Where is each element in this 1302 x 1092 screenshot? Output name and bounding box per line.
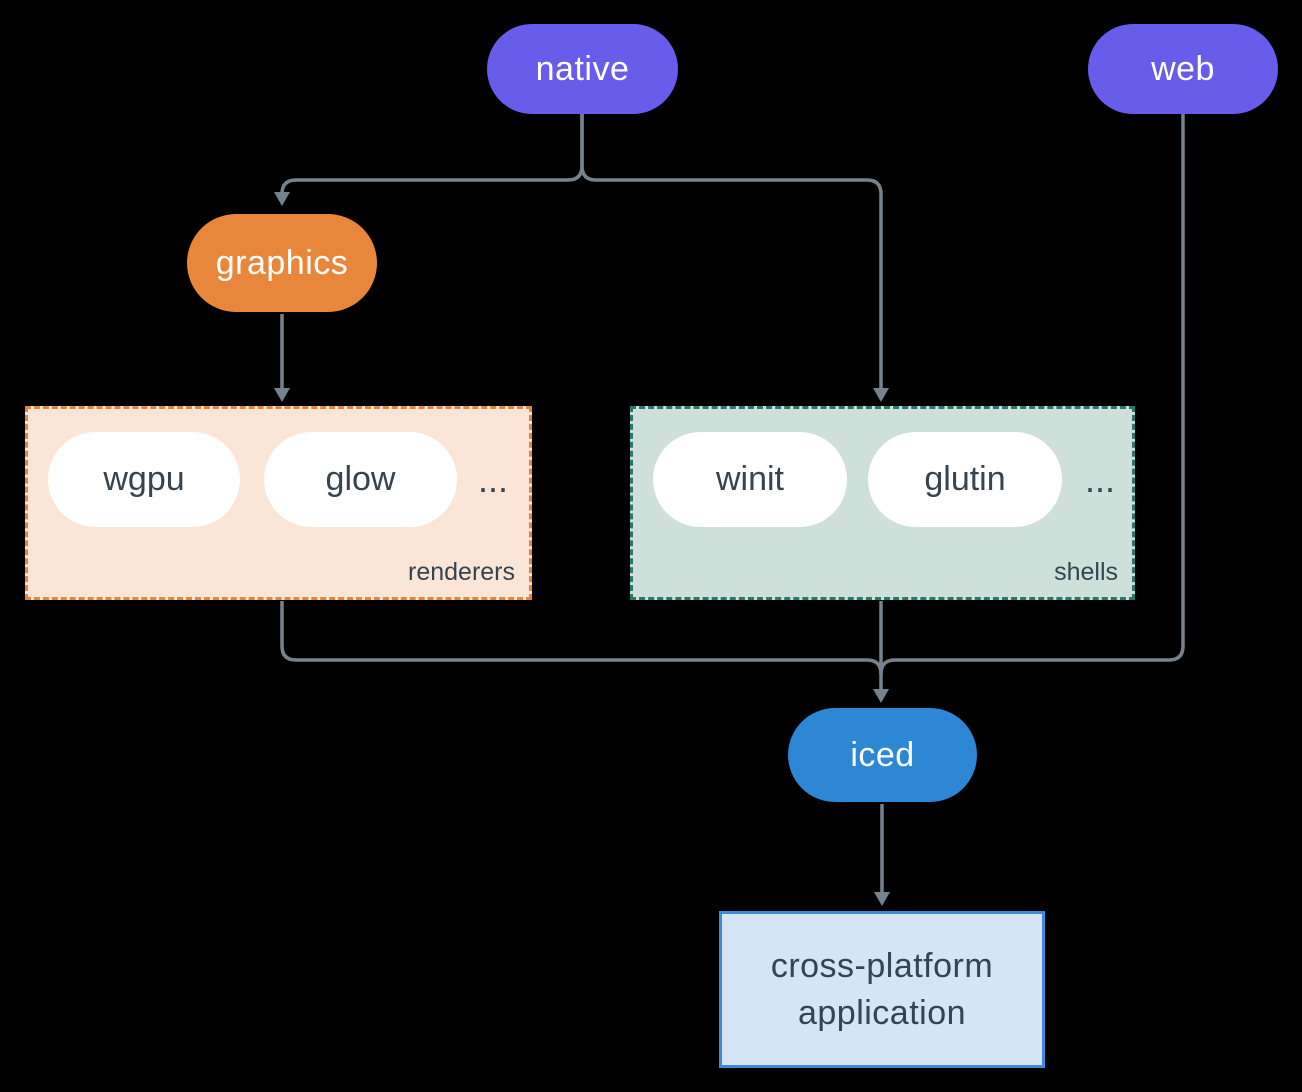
app-label-line2: application [797,993,967,1032]
node-graphics: graphics [187,214,377,312]
renderers-ellipsis: ... [477,458,508,500]
node-winit: winit [653,432,847,527]
node-glow-label: glow [325,460,396,498]
edge-renderers-to-iced [280,601,883,675]
arrowhead-app [874,892,890,906]
node-native: native [487,24,678,114]
edge-native-to-graphics [280,114,584,195]
shells-ellipsis: ... [1084,458,1115,500]
arrowhead-iced [873,689,889,703]
arrowhead-graphics [274,192,290,206]
arrowhead-renderers [274,388,290,402]
node-web-label: web [1151,49,1215,88]
node-native-label: native [535,49,630,88]
node-wgpu-label: wgpu [103,460,185,498]
node-wgpu: wgpu [48,432,240,527]
node-glow: glow [264,432,457,527]
node-web: web [1088,24,1278,114]
node-cross-platform-application: cross-platform application [719,911,1045,1068]
app-label-line1: cross-platform [770,946,994,985]
group-renderers: wgpu glow ... renderers [25,406,532,600]
node-glutin-label: glutin [924,460,1006,498]
node-iced-label: iced [850,735,915,774]
edge-web-to-iced [879,114,1185,675]
node-glutin: glutin [868,432,1062,527]
node-iced: iced [788,708,977,802]
node-winit-label: winit [715,460,785,498]
group-renderers-label: renderers [408,558,515,586]
group-shells-label: shells [1054,558,1118,586]
arrowhead-shells [873,388,889,402]
node-graphics-label: graphics [215,243,349,282]
edge-native-to-shells [580,114,883,389]
group-shells: winit glutin ... shells [630,406,1135,600]
